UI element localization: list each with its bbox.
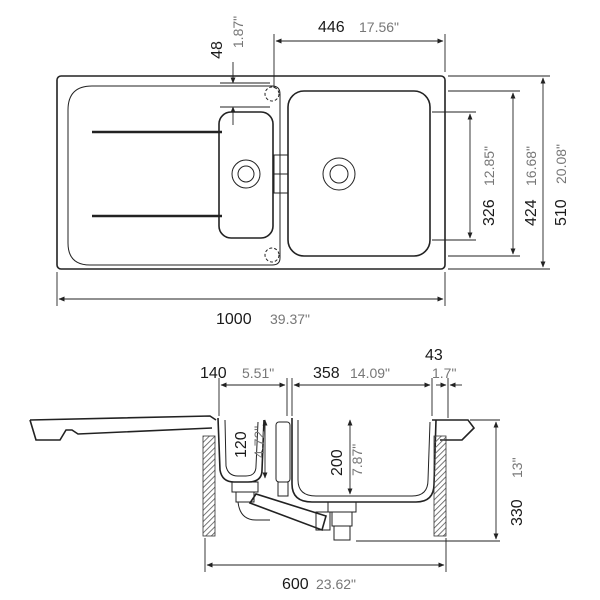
small-bowl-width-inch: 5.51" <box>242 365 274 381</box>
small-bowl <box>218 111 274 239</box>
dim-cabinet-width: 600 23.62" <box>204 538 447 593</box>
dim-small-bowl-depth: 120 4.72" <box>233 419 268 479</box>
cabinet-wall-right <box>433 435 447 537</box>
small-bowl-depth-mm: 120 <box>233 431 250 458</box>
main-bowl-drain-inner <box>329 164 349 184</box>
bowl-outer-depth-inch: 16.68" <box>523 146 539 186</box>
rim-mm: 43 <box>425 347 443 364</box>
section-view: 140 5.51" 358 14.09" 43 1.7" 120 4.72" <box>29 347 526 593</box>
sink-outline <box>56 75 446 270</box>
dim-large-bowl-depth: 200 7.87" <box>329 419 365 495</box>
overflow-tube-cap <box>277 481 289 497</box>
dim-overall-width: 1000 39.37" <box>56 272 446 328</box>
bowl-inner-depth-inch: 12.85" <box>481 146 497 186</box>
tap-hole-lower <box>264 247 280 263</box>
drainer-profile <box>29 415 217 441</box>
main-bowl-width-mm: 446 <box>318 19 345 36</box>
small-bowl-section-inner <box>224 419 259 477</box>
total-height-mm: 330 <box>509 499 526 526</box>
main-bowl-width-inch: 17.56" <box>359 19 399 35</box>
overall-depth-mm: 510 <box>553 199 570 226</box>
overflow-offset-mm: 48 <box>209 41 226 59</box>
total-height-inch: 13" <box>509 457 525 478</box>
overall-width-mm: 1000 <box>216 311 252 328</box>
large-bowl-section-inner <box>297 420 431 497</box>
dim-large-bowl-width: 358 14.09" <box>291 365 433 416</box>
bowl-inner-depth-mm: 326 <box>481 199 498 226</box>
large-bowl-width-mm: 358 <box>313 365 340 382</box>
dim-overflow-offset: 48 1.87" <box>209 16 270 125</box>
right-rim-profile <box>432 419 476 441</box>
large-bowl-width-inch: 14.09" <box>350 365 390 381</box>
waste-pipe-fitting <box>315 511 331 531</box>
dim-total-height: 330 13" <box>356 419 526 542</box>
dim-rim: 43 1.7" <box>425 347 462 418</box>
small-bowl-depth-inch: 4.72" <box>251 426 267 458</box>
dim-bowl-outer-depth: 424 16.68" <box>448 90 540 257</box>
large-bowl-depth-mm: 200 <box>329 449 346 476</box>
overall-depth-inch: 20.08" <box>553 144 569 184</box>
rim-inch: 1.7" <box>432 365 456 381</box>
cabinet-wall-left <box>202 435 216 537</box>
cabinet-width-inch: 23.62" <box>316 576 356 592</box>
top-view: 48 1.87" 446 17.56" 326 12.85" 424 16.68… <box>56 16 570 328</box>
tap-hole-upper <box>264 86 280 102</box>
large-bowl-section <box>291 418 437 503</box>
bowl-outer-depth-mm: 424 <box>523 199 540 226</box>
overflow-tube <box>275 421 291 483</box>
dim-overall-depth: 510 20.08" <box>448 75 570 270</box>
overall-width-inch: 39.37" <box>270 311 310 327</box>
drainer-area <box>67 85 281 266</box>
main-bowl <box>287 90 431 257</box>
drainer-lip <box>29 419 37 441</box>
large-bowl-depth-inch: 7.87" <box>349 444 365 476</box>
overflow-offset-inch: 1.87" <box>230 16 246 48</box>
main-bowl-drain-outer <box>322 157 356 191</box>
large-bowl-drain <box>327 501 357 541</box>
dim-small-bowl-width: 140 5.51" <box>200 365 288 416</box>
waste-pipe <box>248 493 327 532</box>
dim-bowl-inner-depth: 326 12.85" <box>432 111 498 241</box>
dim-main-bowl-width: 446 17.56" <box>273 19 446 88</box>
small-bowl-drain-inner <box>237 165 255 183</box>
small-bowl-drain-outer <box>231 159 261 189</box>
cabinet-width-mm: 600 <box>282 576 309 593</box>
small-bowl-width-mm: 140 <box>200 365 227 382</box>
